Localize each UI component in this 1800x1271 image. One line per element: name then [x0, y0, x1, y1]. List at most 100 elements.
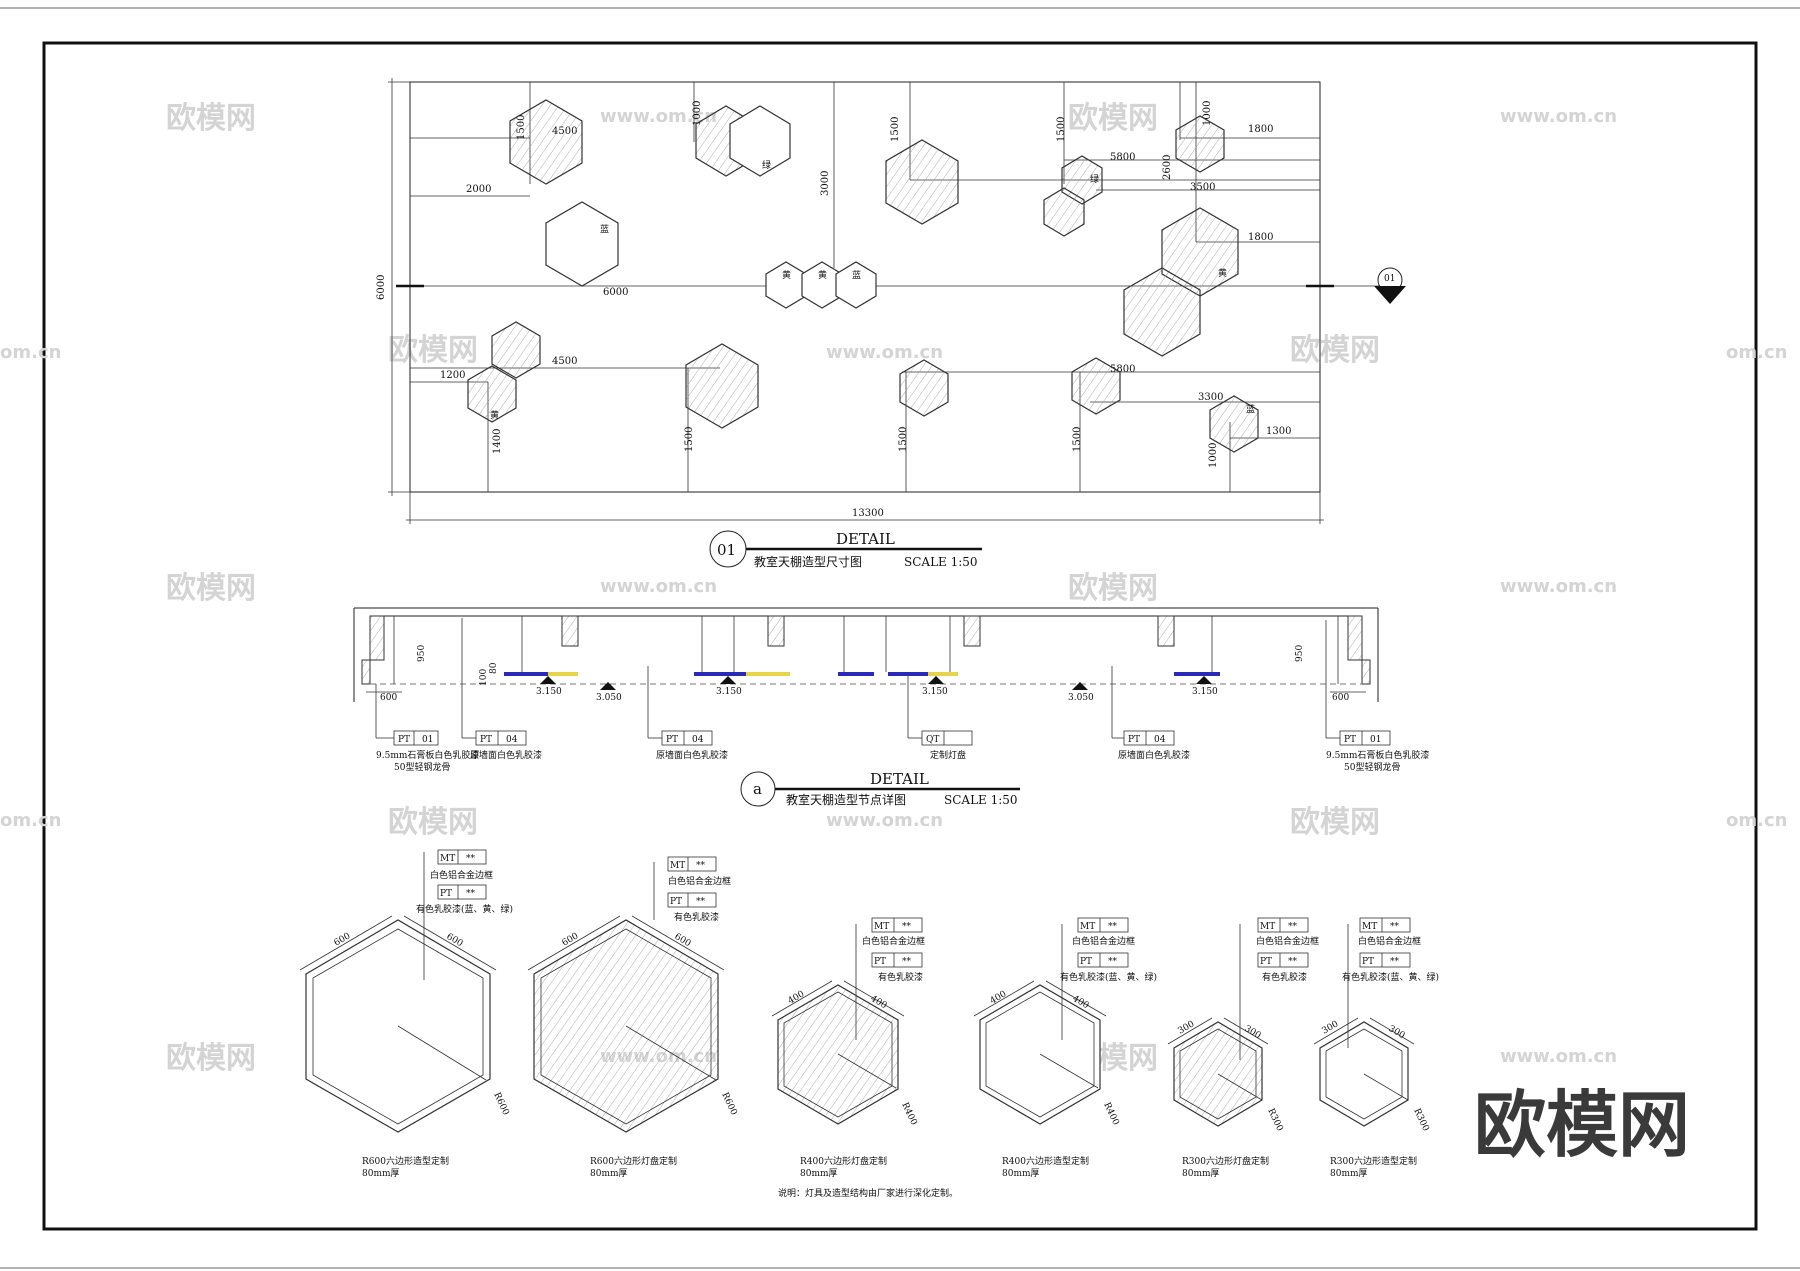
svg-text:1300: 1300: [1266, 426, 1291, 437]
svg-text:黄: 黄: [490, 409, 499, 421]
svg-text:**: **: [696, 861, 706, 871]
svg-text:黄: 黄: [818, 269, 827, 281]
svg-text:3500: 3500: [1190, 182, 1215, 193]
svg-text:80mm厚: 80mm厚: [1330, 1168, 1368, 1179]
svg-text:80mm厚: 80mm厚: [1182, 1168, 1220, 1179]
svg-text:PT: PT: [1128, 735, 1140, 745]
hex-details: R600 600 600 MT ** 白色铝合金边框 PT ** 有色乳胶漆(蓝…: [299, 849, 1439, 1199]
svg-text:蓝: 蓝: [1246, 403, 1255, 415]
plan-hex: [885, 139, 959, 225]
svg-text:PT: PT: [670, 897, 682, 907]
svg-text:PT: PT: [1260, 957, 1272, 967]
watermark-brand: 欧模网: [1290, 333, 1380, 368]
watermark-brand: 欧模网: [166, 1041, 256, 1076]
watermark-brand: 欧模网: [388, 805, 478, 840]
svg-text:600: 600: [561, 931, 581, 948]
svg-text:04: 04: [692, 735, 704, 745]
svg-text:400: 400: [989, 989, 1009, 1006]
svg-text:黄: 黄: [1218, 267, 1227, 279]
svg-text:有色乳胶漆(蓝、黄、绿): 有色乳胶漆(蓝、黄、绿): [1342, 971, 1439, 983]
svg-text:QT: QT: [926, 735, 939, 745]
svg-text:9.5mm石膏板白色乳胶漆: 9.5mm石膏板白色乳胶漆: [1326, 749, 1429, 761]
svg-text:1400: 1400: [492, 429, 503, 454]
svg-text:a: a: [753, 780, 762, 798]
hex-detail: R400 400 400 MT ** 白色铝合金边框 PT ** 有色乳胶漆(蓝…: [973, 917, 1157, 1179]
svg-text:3300: 3300: [1198, 392, 1223, 403]
svg-text:600: 600: [333, 931, 353, 948]
svg-text:5800: 5800: [1110, 152, 1135, 163]
plan-hex: [467, 365, 517, 423]
svg-text:SCALE 1:50: SCALE 1:50: [904, 555, 978, 569]
svg-text:白色铝合金边框: 白色铝合金边框: [430, 869, 493, 881]
svg-text:**: **: [902, 922, 912, 932]
svg-text:600: 600: [380, 693, 397, 703]
center-dim-label: 6000: [603, 287, 628, 298]
svg-text:100: 100: [479, 669, 489, 686]
svg-text:600: 600: [445, 932, 465, 949]
svg-text:白色铝合金边框: 白色铝合金边框: [1256, 935, 1319, 947]
svg-text:9.5mm石膏板白色乳胶漆: 9.5mm石膏板白色乳胶漆: [376, 749, 479, 761]
hex-detail: R600 600 600 MT ** 白色铝合金边框 PT ** 有色乳胶漆 R…: [527, 856, 739, 1179]
watermark-url: www.om.cn: [1500, 576, 1617, 597]
watermark-brand: 欧模网: [1290, 805, 1380, 840]
svg-text:**: **: [466, 854, 476, 864]
brand-logo: 欧模网: [1474, 1083, 1690, 1167]
svg-text:4500: 4500: [552, 356, 577, 367]
svg-text:3.050: 3.050: [596, 693, 622, 703]
svg-text:600: 600: [1332, 693, 1349, 703]
svg-text:80mm厚: 80mm厚: [800, 1168, 838, 1179]
svg-text:**: **: [1108, 922, 1118, 932]
svg-text:04: 04: [1154, 735, 1166, 745]
svg-text:**: **: [1390, 922, 1400, 932]
svg-text:2600: 2600: [1162, 155, 1173, 180]
svg-text:**: **: [1288, 957, 1298, 967]
svg-text:教室天棚造型节点详图: 教室天棚造型节点详图: [786, 792, 906, 807]
svg-text:PT: PT: [440, 889, 452, 899]
watermark-url: www.om.cn: [600, 106, 717, 127]
svg-text:80mm厚: 80mm厚: [590, 1168, 628, 1179]
svg-text:**: **: [902, 957, 912, 967]
svg-text:600: 600: [673, 932, 693, 949]
svg-text:有色乳胶漆(蓝、黄、绿): 有色乳胶漆(蓝、黄、绿): [416, 903, 513, 915]
watermark-url: om.cn: [1726, 810, 1787, 831]
hex-outline: [777, 984, 899, 1125]
svg-text:R600六边形灯盘定制: R600六边形灯盘定制: [590, 1155, 677, 1167]
svg-text:1000: 1000: [1202, 101, 1213, 126]
svg-text:R300: R300: [1411, 1107, 1430, 1133]
svg-text:有色乳胶漆(蓝、黄、绿): 有色乳胶漆(蓝、黄、绿): [1060, 971, 1157, 983]
svg-text:50型轻钢龙骨: 50型轻钢龙骨: [394, 761, 450, 773]
plan-hex: [491, 321, 541, 379]
plan-hex: [835, 261, 877, 309]
plan-hex: [765, 261, 807, 309]
svg-text:**: **: [696, 897, 706, 907]
svg-text:MT: MT: [440, 854, 455, 864]
svg-text:有色乳胶漆: 有色乳胶漆: [1262, 971, 1307, 983]
overall-width-label: 13300: [852, 508, 884, 519]
watermark-brand: 欧模网: [388, 333, 478, 368]
svg-text:2000: 2000: [466, 184, 491, 195]
svg-text:R300六边形造型定制: R300六边形造型定制: [1330, 1155, 1417, 1167]
watermark-url: www.om.cn: [600, 576, 717, 597]
svg-text:定制灯盘: 定制灯盘: [930, 749, 966, 761]
svg-text:80mm厚: 80mm厚: [1002, 1168, 1040, 1179]
svg-text:01: 01: [1370, 735, 1381, 745]
plan-hex: [1209, 395, 1259, 453]
svg-text:绿: 绿: [762, 159, 771, 171]
section-callouts: PT 01 9.5mm石膏板白色乳胶漆 50型轻钢龙骨 PT 04 原墙面白色乳…: [375, 618, 1429, 773]
plan-hex: [545, 201, 619, 287]
ceiling-plan: 6000 13300 6000 01 —: [376, 78, 1406, 569]
hex-outline: [979, 984, 1101, 1125]
watermark-brand: 欧模网: [1068, 101, 1158, 136]
watermark-url: om.cn: [0, 342, 61, 363]
svg-text:1000: 1000: [692, 101, 703, 126]
svg-text:绿: 绿: [1090, 173, 1099, 185]
svg-text:**: **: [1390, 957, 1400, 967]
svg-text:PT: PT: [1080, 957, 1092, 967]
plan-hex: [1071, 357, 1121, 415]
svg-text:原墙面白色乳胶漆: 原墙面白色乳胶漆: [656, 749, 728, 761]
plan-hex: [729, 105, 791, 177]
svg-text:白色铝合金边框: 白色铝合金边框: [668, 875, 731, 887]
watermark-url: www.om.cn: [1500, 106, 1617, 127]
plan-hex: [685, 343, 759, 429]
section-marker: 01 —: [1374, 267, 1406, 304]
